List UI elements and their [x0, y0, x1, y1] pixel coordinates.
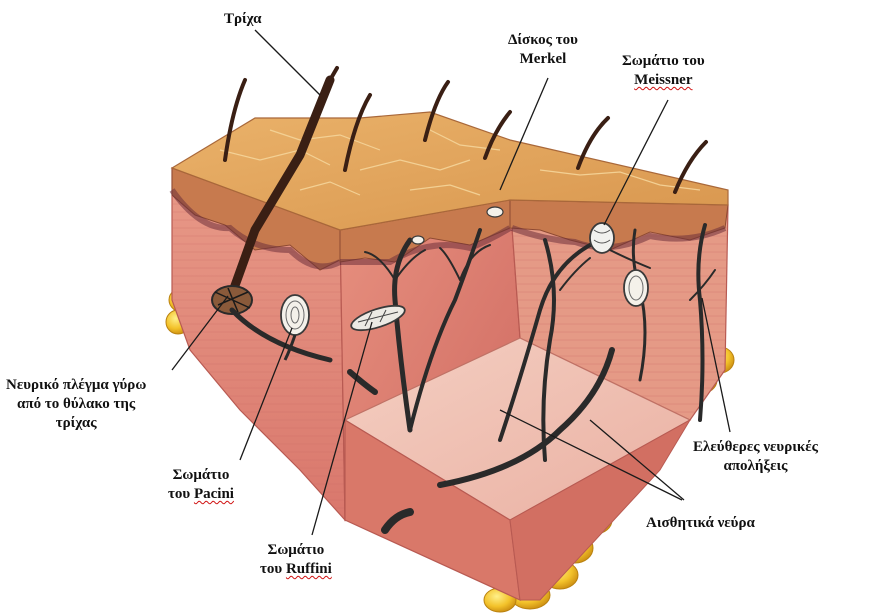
- label-meissner: Σωμάτιο του Meissner: [622, 52, 705, 90]
- label-plexus-line2: από το θύλακο της: [6, 395, 146, 414]
- label-plexus-line1: Νευρικό πλέγμα γύρω: [6, 376, 146, 395]
- label-pacini-line1: Σωμάτιο: [168, 466, 234, 485]
- label-ruffini-name: Ruffini: [286, 561, 332, 577]
- label-merkel-line1: Δίσκος του: [508, 31, 578, 50]
- label-meissner-line1: Σωμάτιο του: [622, 52, 705, 71]
- label-meissner-line2: Meissner: [622, 71, 705, 90]
- label-free-endings-line2: απολήξεις: [693, 457, 818, 476]
- meissner-corpuscle: [590, 223, 614, 253]
- label-ruffini-line1: Σωμάτιο: [260, 541, 332, 560]
- label-pacini: Σωμάτιο του Pacini: [168, 466, 234, 504]
- label-sensory-nerves-text: Αισθητικά νεύρα: [646, 514, 755, 533]
- label-pacini-name: Pacini: [194, 486, 234, 502]
- label-hair: Τρίχα: [224, 10, 262, 29]
- label-free-endings-line1: Ελεύθερες νευρικές: [693, 438, 818, 457]
- label-pacini-prefix: του: [168, 486, 194, 502]
- label-free-endings: Ελεύθερες νευρικές απολήξεις: [693, 438, 818, 476]
- label-plexus-line3: τρίχας: [6, 414, 146, 433]
- pacini-corpuscle-2: [624, 270, 648, 306]
- label-hair-text: Τρίχα: [224, 10, 262, 29]
- label-ruffini: Σωμάτιο του Ruffini: [260, 541, 332, 579]
- label-merkel-line2: Merkel: [508, 50, 578, 69]
- label-sensory-nerves: Αισθητικά νεύρα: [646, 514, 755, 533]
- label-ruffini-prefix: του: [260, 561, 286, 577]
- label-hair-plexus: Νευρικό πλέγμα γύρω από το θύλακο της τρ…: [6, 376, 146, 433]
- label-merkel: Δίσκος του Merkel: [508, 31, 578, 69]
